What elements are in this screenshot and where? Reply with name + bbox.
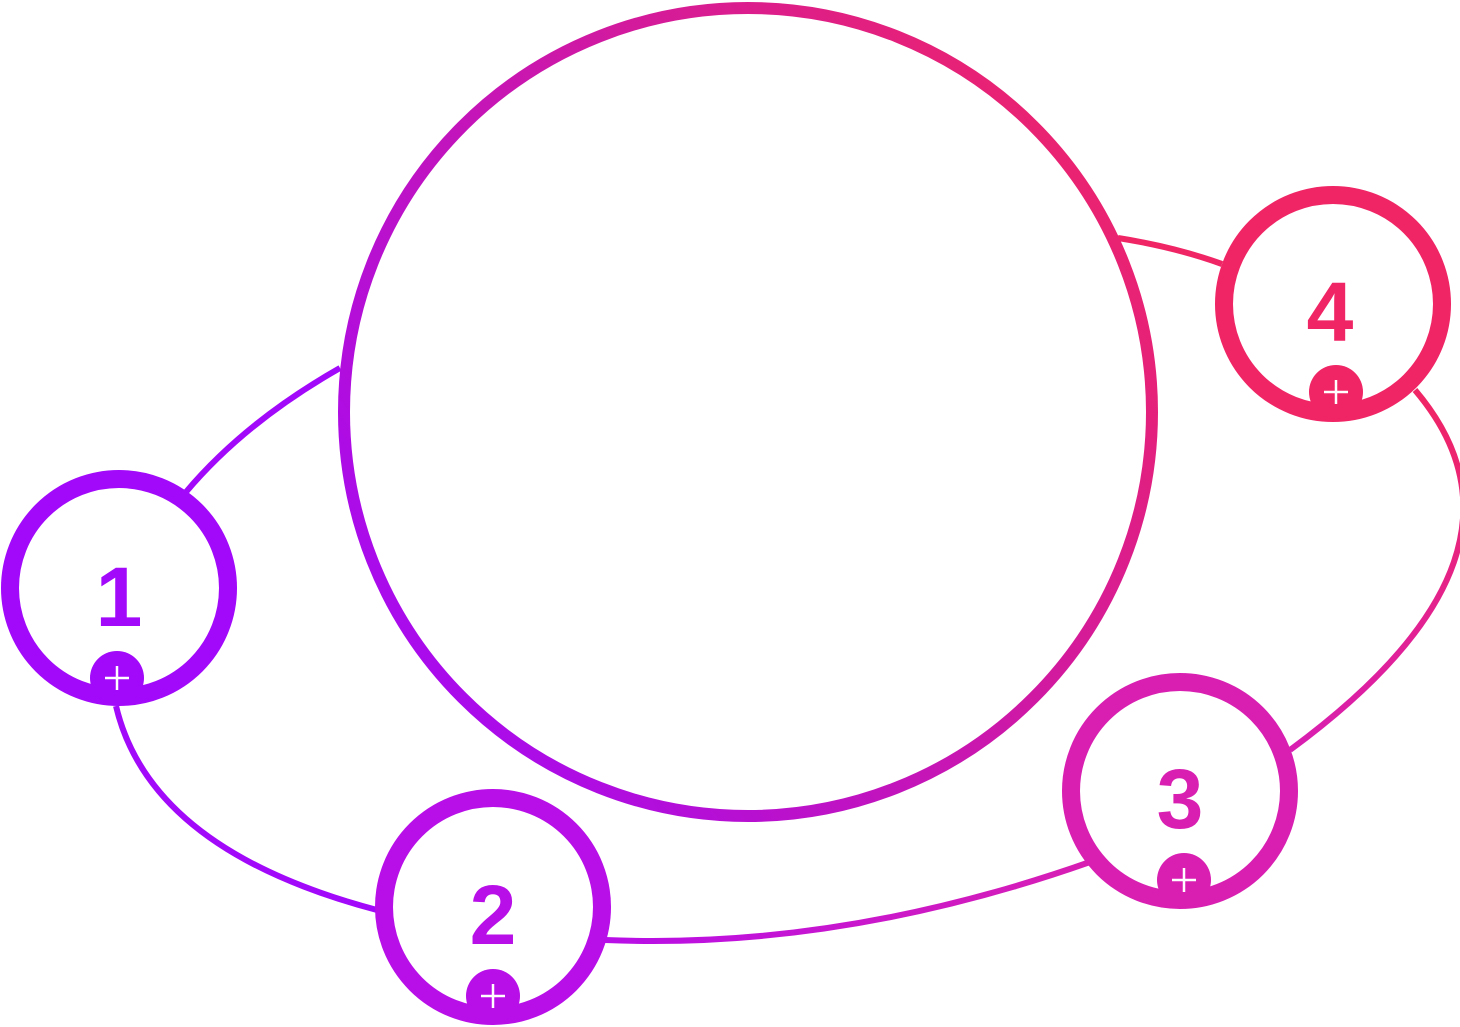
connector-node-3-to-node-4 — [1288, 388, 1460, 753]
connector-central-to-node-4 — [1117, 235, 1224, 267]
node-2-number: 2 — [470, 868, 517, 962]
node-4[interactable]: 4 — [1215, 186, 1451, 422]
node-3-plus-icon[interactable] — [1157, 853, 1211, 907]
node-2[interactable]: 2 — [375, 789, 611, 1025]
node-4-number: 4 — [1307, 265, 1354, 359]
node-3-number: 3 — [1157, 752, 1204, 846]
central-circle — [338, 2, 1158, 822]
connector-node-2-to-node-3 — [604, 859, 1091, 944]
node-1-plus-icon[interactable] — [90, 651, 144, 705]
node-1[interactable]: 1 — [1, 470, 237, 706]
node-1-number: 1 — [96, 550, 143, 644]
node-4-plus-icon[interactable] — [1309, 365, 1363, 419]
connector-central-to-node-1 — [183, 365, 342, 494]
connector-node-1-to-node-2 — [113, 705, 378, 913]
node-3[interactable]: 3 — [1062, 673, 1298, 909]
node-2-plus-icon[interactable] — [466, 969, 520, 1023]
